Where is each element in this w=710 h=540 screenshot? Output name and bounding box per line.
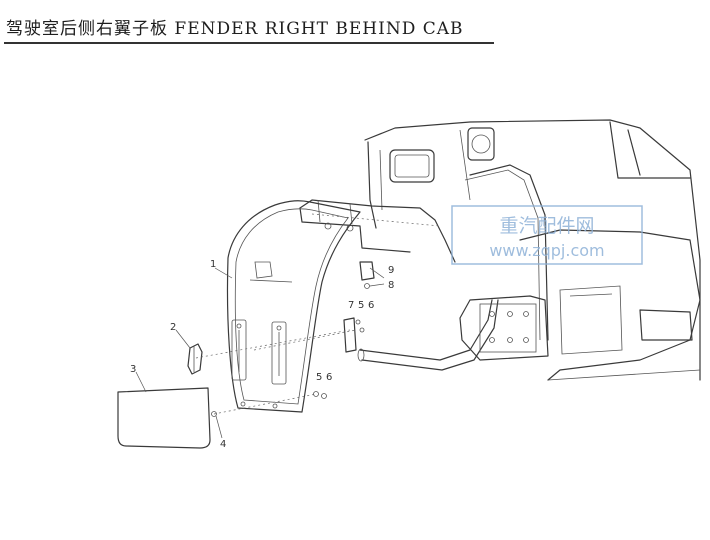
bracket-7 (343, 317, 357, 353)
callout-5a: 5 (358, 300, 364, 311)
title-underline (4, 42, 494, 44)
callout-6a: 6 (368, 300, 374, 311)
marker-lamp (467, 127, 495, 161)
fasteners (211, 261, 375, 417)
callout-7: 7 (348, 300, 354, 311)
bracket-9 (359, 261, 375, 281)
bolt-4 (211, 411, 217, 417)
callout-3: 3 (130, 364, 136, 375)
cab-rear-window (389, 149, 435, 183)
fender-bracket-upper (299, 199, 456, 263)
watermark: 重汽配件网 www.zqpj.com (451, 205, 643, 265)
assembly-lines (195, 213, 441, 415)
fender-panel (226, 200, 361, 413)
support-tube (357, 299, 499, 371)
chassis-right-side (519, 229, 701, 381)
bolt-8 (364, 283, 370, 289)
callout-labels: 1 2 3 4 7 5 6 5 6 9 8 (130, 259, 394, 450)
watermark-line-2: www.zqpj.com (489, 241, 604, 260)
mounting-clip (187, 343, 203, 375)
callout-8: 8 (388, 280, 394, 291)
diagram-title: 驾驶室后侧右翼子板 FENDER RIGHT BEHIND CAB (6, 19, 464, 39)
callout-5b: 5 (316, 372, 322, 383)
callout-9: 9 (388, 265, 394, 276)
watermark-line-1: 重汽配件网 (499, 215, 594, 237)
step-frame-bracket (459, 295, 549, 361)
callout-4: 4 (220, 439, 226, 450)
mud-flap (117, 387, 211, 449)
callout-6b: 6 (326, 372, 332, 383)
cab-body-outline (364, 119, 701, 381)
callout-2: 2 (170, 322, 176, 333)
callout-1: 1 (210, 259, 216, 270)
leader-lines (135, 267, 385, 439)
